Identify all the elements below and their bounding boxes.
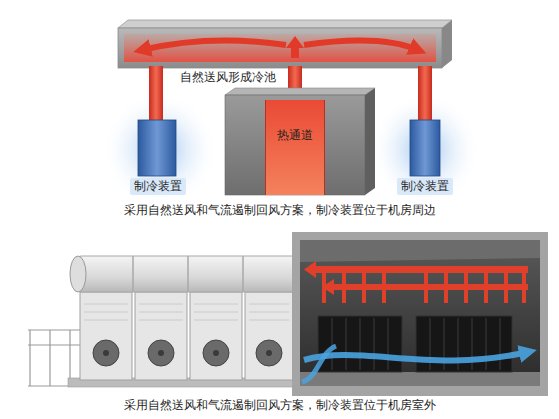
supply-duct <box>70 256 298 292</box>
roof-slab <box>118 28 442 68</box>
top-figure <box>102 20 480 208</box>
art-part <box>49 330 50 386</box>
art-part <box>374 318 375 370</box>
art-part <box>249 304 289 305</box>
return-ducts <box>304 261 528 303</box>
hot-plenum <box>124 34 436 62</box>
art-part <box>84 312 128 313</box>
art-part <box>249 312 289 313</box>
figure-caption: 采用自然送风和气流遏制回风方案，制冷装置位于机房室外 <box>124 398 436 412</box>
art-part <box>84 304 128 305</box>
box-top <box>225 88 375 95</box>
art-part <box>148 340 174 366</box>
room-interior <box>300 240 540 386</box>
art-part <box>346 318 347 370</box>
cooling-unit <box>138 120 176 176</box>
art-part <box>322 273 326 303</box>
art-part <box>135 292 187 380</box>
art-part <box>190 292 242 380</box>
return-pipe <box>418 66 432 122</box>
art-part <box>522 273 526 303</box>
art-part <box>103 350 272 356</box>
art-part <box>158 350 164 356</box>
art-part <box>84 304 289 320</box>
cold-flow <box>304 352 528 360</box>
art-part <box>28 329 80 330</box>
art-part <box>332 284 528 290</box>
art-part <box>332 318 333 370</box>
art-part <box>500 318 501 370</box>
outdoor-units <box>80 292 293 380</box>
art-part <box>132 256 134 292</box>
art-part <box>203 340 229 366</box>
figure-caption: 采用自然送风和气流遏制回风方案，制冷装置位于机房周边 <box>124 203 436 217</box>
racks <box>318 316 512 372</box>
art-part <box>84 320 128 321</box>
art-part <box>242 256 244 292</box>
art-part <box>78 256 298 292</box>
art-part <box>314 266 528 273</box>
art-part <box>486 318 487 370</box>
cooling-unit-label-box: 制冷装置 <box>397 178 453 195</box>
flow-arrow <box>304 41 418 50</box>
art-part <box>70 256 86 292</box>
flow-arrow <box>142 41 286 50</box>
art-part <box>194 312 238 313</box>
cooling-unit <box>410 120 440 176</box>
art-part <box>245 292 293 380</box>
art-part <box>187 256 189 292</box>
node-text: 热通道 <box>266 128 324 142</box>
art-part <box>362 273 366 303</box>
art-part <box>103 350 109 356</box>
art-part <box>464 273 468 303</box>
bottom-figure <box>28 232 548 396</box>
art-part <box>28 344 80 345</box>
ceiling <box>300 240 540 262</box>
node-text: 制冷装置 <box>130 179 186 193</box>
art-part <box>133 256 243 292</box>
art-part <box>213 350 219 356</box>
floor <box>300 372 540 386</box>
exhaust-pipe <box>288 66 302 90</box>
room-wall <box>292 232 548 396</box>
up-arrow <box>286 36 304 58</box>
art-part <box>266 350 272 356</box>
railing <box>28 330 80 386</box>
art-part <box>318 316 402 372</box>
cooling-unit-label-box: 制冷装置 <box>130 178 186 195</box>
art-part <box>304 261 316 278</box>
art-part <box>29 330 30 386</box>
art-part <box>249 320 289 321</box>
art-part <box>93 340 119 366</box>
art-part <box>80 292 132 380</box>
node-text: 制冷装置 <box>397 179 453 193</box>
art-part <box>444 273 448 303</box>
art-part <box>139 312 183 313</box>
art-part <box>194 304 238 305</box>
art-part <box>69 330 70 386</box>
callout-label: 自然送风形成冷池 <box>180 70 276 84</box>
art-part <box>424 273 428 303</box>
art-part <box>194 320 238 321</box>
slab-side <box>442 20 452 68</box>
art-part <box>504 273 508 303</box>
art-part <box>360 318 361 370</box>
containment-box <box>225 95 365 195</box>
art-part <box>139 320 183 321</box>
hot-aisle-box: 热通道 <box>265 100 325 195</box>
art-part <box>382 273 386 303</box>
box-side <box>365 88 375 195</box>
cold-flow <box>302 346 336 382</box>
art-part <box>416 316 512 372</box>
art-part <box>342 273 346 303</box>
art-part <box>484 273 488 303</box>
art-part <box>256 340 282 366</box>
return-pipe <box>149 66 163 122</box>
slab-top <box>118 20 452 28</box>
art-part <box>139 304 183 305</box>
art-part <box>388 318 389 370</box>
